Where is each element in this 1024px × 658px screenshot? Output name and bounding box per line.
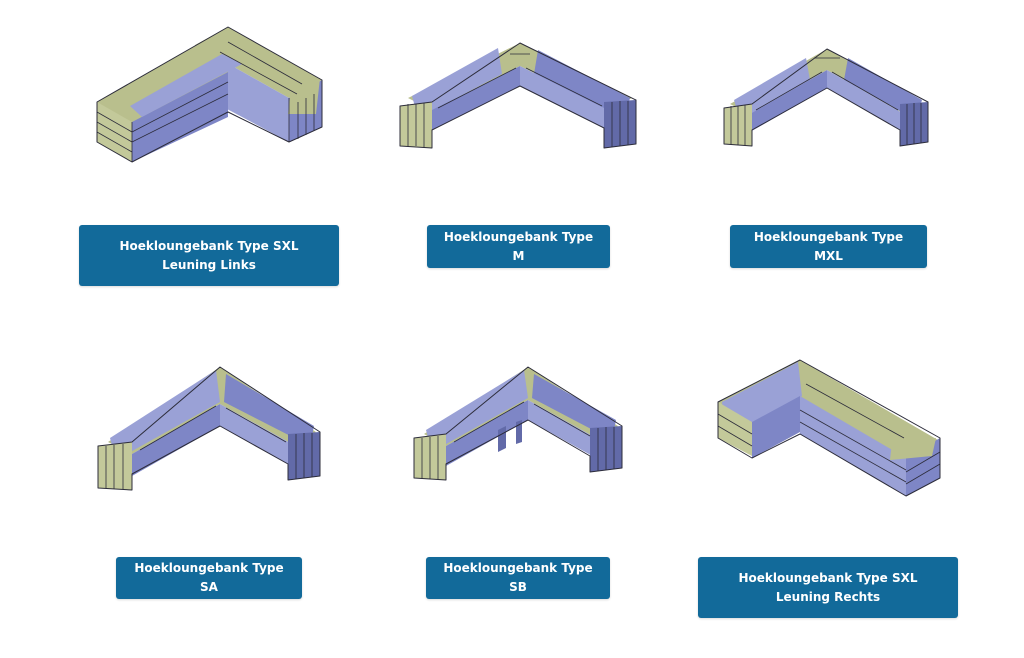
bench-drawing — [717, 359, 941, 497]
product-button-m[interactable]: Hoekloungebank Type M — [427, 225, 610, 268]
bench-image-mxl[interactable] — [722, 44, 932, 150]
product-button-label: Hoekloungebank Type M — [443, 229, 594, 263]
product-button-label: Hoekloungebank Type MXL — [753, 229, 904, 263]
product-button-mxl[interactable]: Hoekloungebank Type MXL — [730, 225, 927, 268]
bench-drawing — [413, 366, 623, 481]
product-button-sxl-rechts[interactable]: Hoekloungebank Type SXL Leuning Rechts — [698, 557, 958, 618]
product-button-label: Hoekloungebank Type SA — [134, 561, 284, 594]
bench-image-sa[interactable] — [96, 362, 324, 494]
product-button-label: Hoekloungebank Type SB — [443, 561, 593, 594]
product-button-label: Hoekloungebank Type SXL Leuning Rechts — [738, 570, 918, 604]
bench-image-sb[interactable] — [412, 362, 626, 486]
product-button-sa[interactable]: Hoekloungebank Type SA — [116, 557, 302, 599]
bench-image-sxl-rechts[interactable] — [714, 356, 944, 500]
product-button-sb[interactable]: Hoekloungebank Type SB — [426, 557, 610, 599]
bench-image-m[interactable] — [398, 38, 642, 152]
bench-drawing — [399, 42, 637, 149]
bench-drawing — [97, 366, 321, 491]
bench-drawing — [723, 48, 929, 147]
bench-drawing — [96, 26, 323, 163]
bench-image-sxl-links[interactable] — [92, 22, 328, 167]
product-button-label: Hoekloungebank Type SXL Leuning Links — [119, 238, 299, 272]
product-button-sxl-links[interactable]: Hoekloungebank Type SXL Leuning Links — [79, 225, 339, 286]
